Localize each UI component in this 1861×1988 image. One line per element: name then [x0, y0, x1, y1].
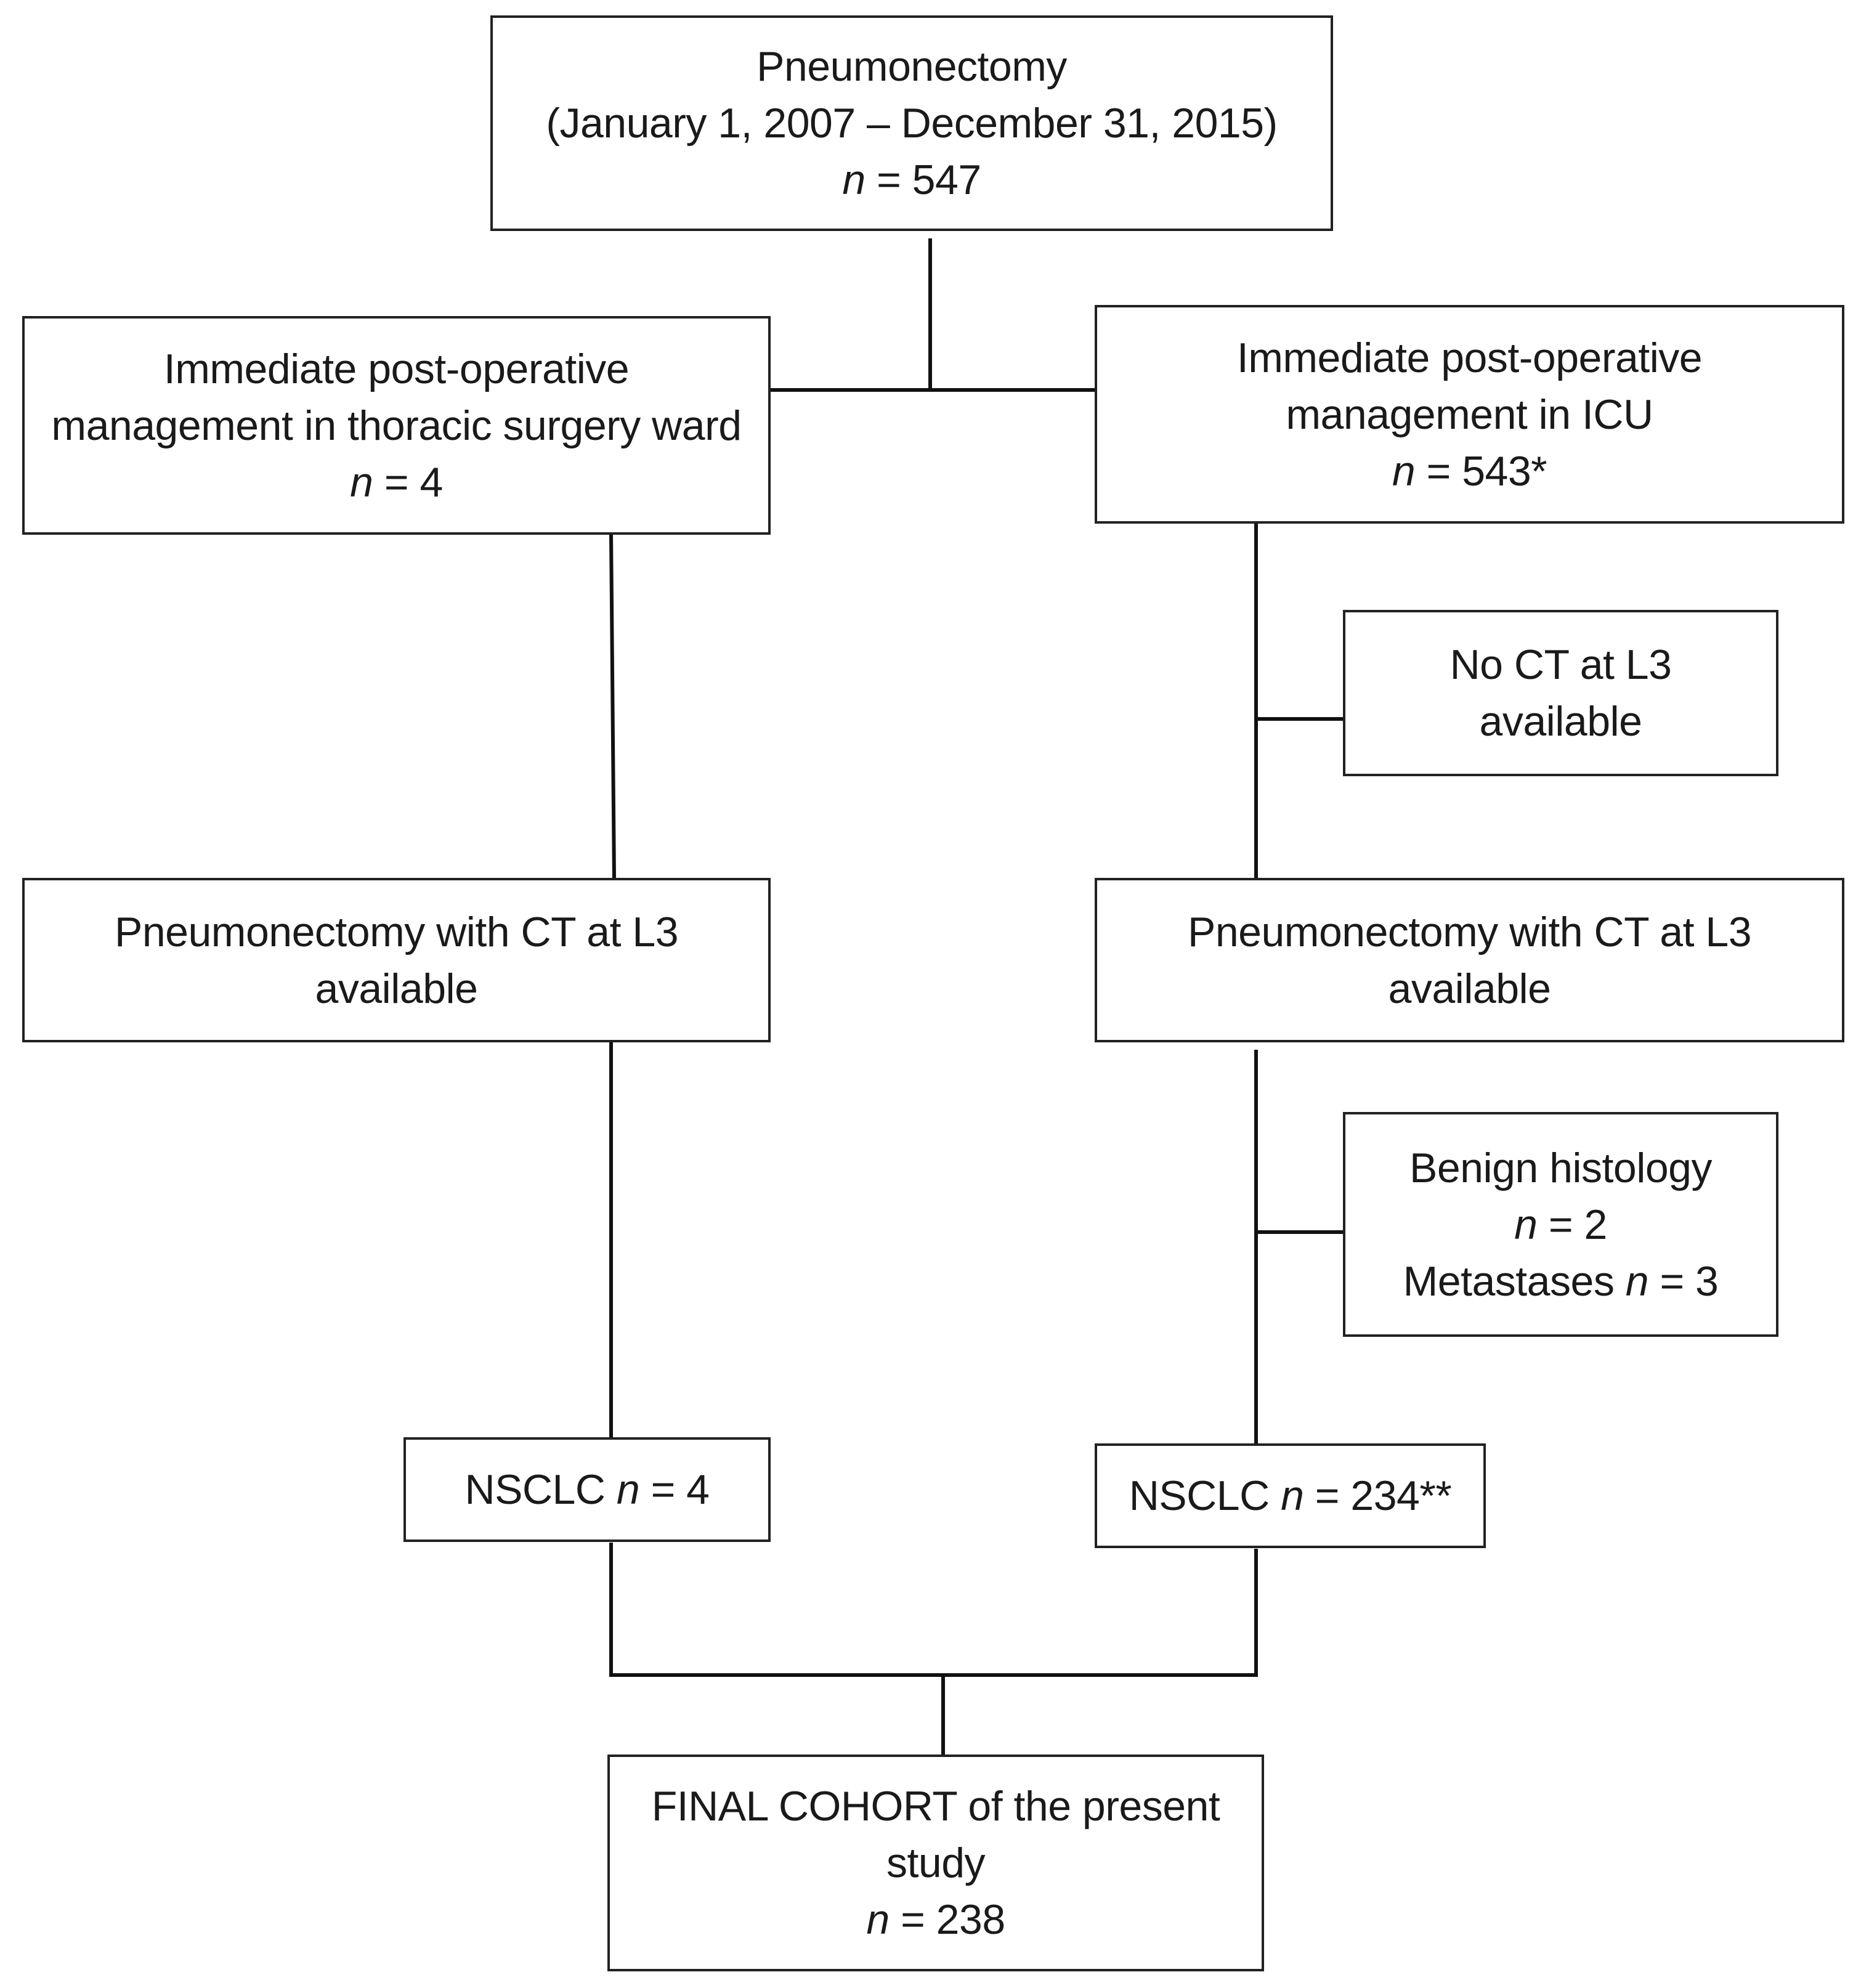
- final-line-2: study: [886, 1840, 986, 1886]
- right-ct-line-2: available: [1388, 965, 1551, 1012]
- box-thoracic-ward: Immediate post-operative management in t…: [22, 316, 771, 535]
- icu-line-2: management in ICU: [1286, 391, 1653, 438]
- no-ct-line-2: available: [1479, 698, 1642, 745]
- left-ct-line-2: available: [315, 965, 478, 1012]
- icu-count-var: n: [1392, 447, 1416, 495]
- left-nsclc-var: n: [616, 1466, 640, 1513]
- exclusion-benign-count: n = 2: [1514, 1196, 1607, 1253]
- start-title: Pneumonectomy: [756, 43, 1067, 90]
- box-pneumonectomy-start: Pneumonectomy (January 1, 2007 – Decembe…: [490, 15, 1333, 231]
- right-ct-line-1: Pneumonectomy with CT at L3: [1187, 908, 1752, 955]
- final-count-var: n: [866, 1896, 890, 1943]
- left-nsclc-label: NSCLC: [464, 1466, 617, 1513]
- ward-line-2: management in thoracic surgery ward: [51, 402, 742, 449]
- start-count-var: n: [842, 156, 866, 203]
- icu-line-1: Immediate post-operative: [1236, 334, 1703, 381]
- left-nsclc-value: = 4: [639, 1466, 710, 1513]
- box-right-ct-available: Pneumonectomy with CT at L3 available: [1095, 878, 1844, 1042]
- exclusion-benign-value: = 2: [1537, 1201, 1607, 1248]
- exclusion-metastases-var: n: [1625, 1257, 1649, 1305]
- exclusion-metastases-count: Metastases n = 3: [1403, 1253, 1719, 1310]
- start-date-range: (January 1, 2007 – December 31, 2015): [546, 100, 1278, 147]
- box-left-nsclc: NSCLC n = 4: [403, 1437, 771, 1542]
- ward-line-1: Immediate post-operative: [163, 345, 630, 392]
- exclusion-metastases-label: Metastases: [1403, 1257, 1626, 1305]
- exclusion-metastases-value: = 3: [1648, 1257, 1719, 1305]
- box-icu: Immediate post-operative management in I…: [1095, 305, 1844, 524]
- no-ct-line-1: No CT at L3: [1449, 641, 1672, 688]
- icu-count-value: = 543*: [1415, 447, 1547, 495]
- box-left-ct-available: Pneumonectomy with CT at L3 available: [22, 878, 771, 1042]
- start-count: n = 547: [842, 152, 981, 208]
- right-nsclc-label: NSCLC: [1129, 1472, 1281, 1519]
- ward-count: n = 4: [350, 454, 443, 511]
- ward-count-var: n: [350, 458, 373, 506]
- connector-ward-to-ct: [609, 532, 617, 882]
- box-no-ct: No CT at L3 available: [1343, 610, 1778, 776]
- exclusion-benign-var: n: [1514, 1201, 1538, 1248]
- box-final-cohort: FINAL COHORT of the present study n = 23…: [607, 1755, 1264, 1971]
- final-count: n = 238: [866, 1891, 1005, 1948]
- final-count-value: = 238: [889, 1896, 1005, 1943]
- box-right-nsclc: NSCLC n = 234**: [1095, 1443, 1486, 1548]
- final-line-1: FINAL COHORT of the present: [651, 1783, 1220, 1830]
- start-count-value: = 547: [865, 156, 981, 203]
- exclusion-line-1: Benign histology: [1409, 1144, 1713, 1191]
- ward-count-value: = 4: [373, 458, 443, 506]
- icu-count: n = 543*: [1392, 443, 1547, 500]
- right-nsclc-text: NSCLC n = 234**: [1129, 1467, 1452, 1524]
- left-nsclc-text: NSCLC n = 4: [464, 1461, 710, 1518]
- box-exclusion-histology: Benign histology n = 2 Metastases n = 3: [1343, 1112, 1778, 1337]
- right-nsclc-var: n: [1281, 1472, 1304, 1519]
- left-ct-line-1: Pneumonectomy with CT at L3: [114, 908, 679, 955]
- right-nsclc-value: = 234**: [1304, 1472, 1452, 1519]
